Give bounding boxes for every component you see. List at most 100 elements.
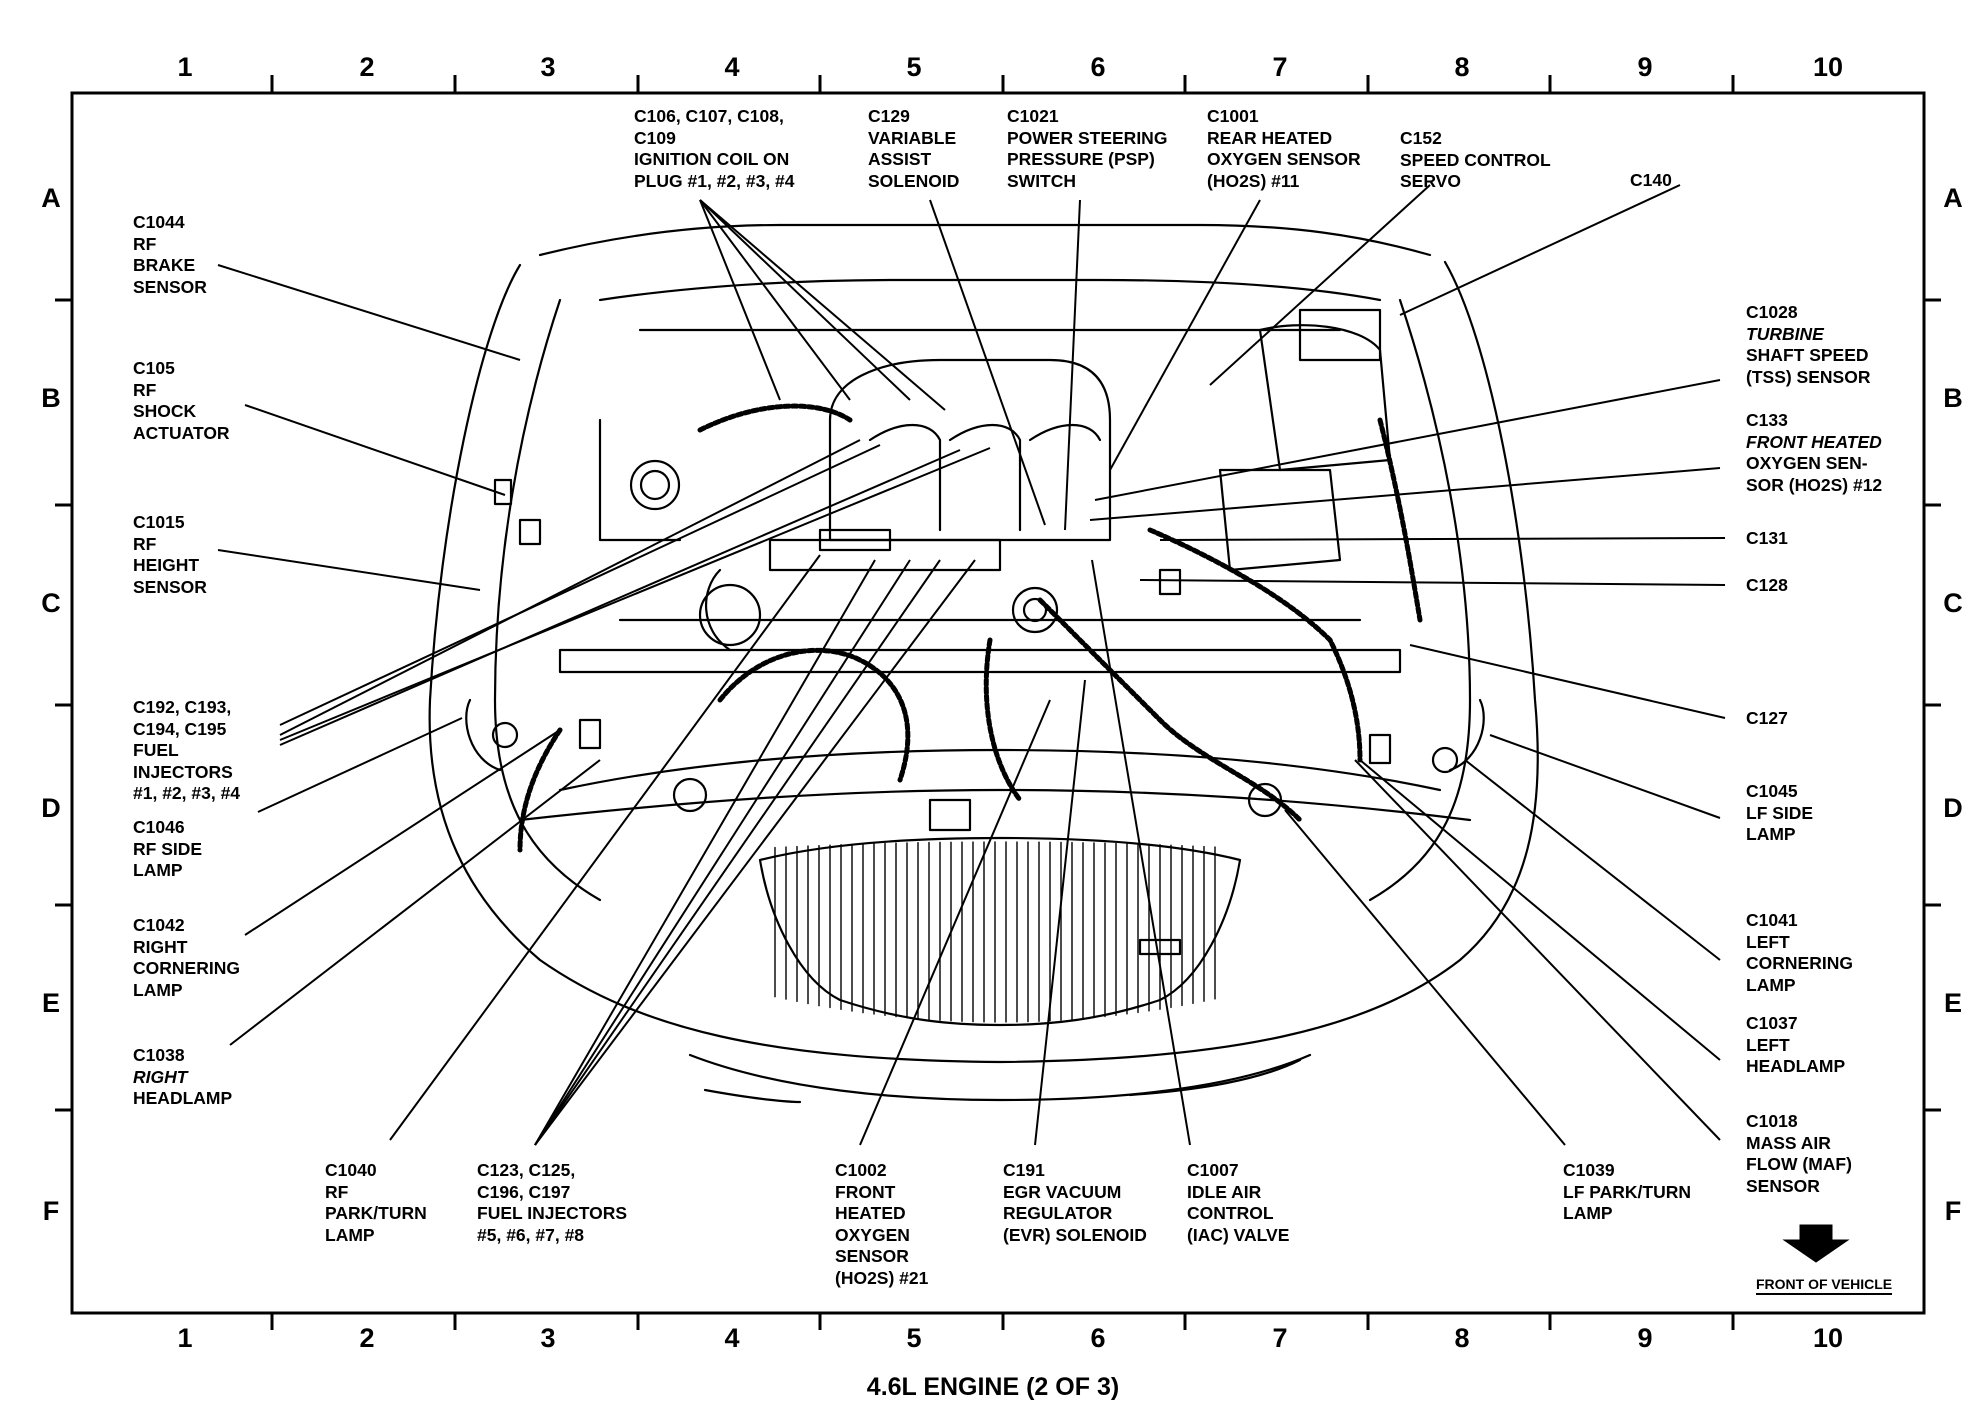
grid-row-D-right: D bbox=[1943, 793, 1963, 823]
grid-column-1-top: 1 bbox=[177, 52, 193, 82]
callout-line: HEIGHT bbox=[133, 555, 200, 575]
grid-row-B-right: B bbox=[1943, 383, 1963, 413]
grid-column-7-top: 7 bbox=[1272, 52, 1288, 82]
grid-row-B-left: B bbox=[41, 383, 61, 413]
callout-line: C1007 bbox=[1187, 1160, 1239, 1180]
callout-line: C140 bbox=[1630, 170, 1672, 190]
callout-line: C109 bbox=[634, 127, 676, 148]
grid-row-F-left: F bbox=[42, 1196, 60, 1226]
grid-row-C-left: C bbox=[41, 588, 61, 618]
callout-line: C127 bbox=[1746, 708, 1788, 728]
callout-c140: C140 bbox=[1630, 170, 1672, 192]
callout-line: C1018 bbox=[1746, 1111, 1798, 1131]
grid-column-10-bottom: 10 bbox=[1812, 1323, 1844, 1353]
grid-column-3-bottom: 3 bbox=[540, 1323, 556, 1353]
callout-line: FRONT HEATED bbox=[1746, 431, 1882, 452]
callout-line: RF bbox=[133, 233, 157, 254]
callout-line: SENSOR bbox=[1746, 1175, 1820, 1196]
callout-line: ACTUATOR bbox=[133, 422, 230, 443]
callout-line: CORNERING bbox=[1746, 953, 1853, 973]
callout-line: (IAC) VALVE bbox=[1187, 1224, 1290, 1245]
grid-column-8-top: 8 bbox=[1454, 52, 1470, 82]
callout-line: OXYGEN SENSOR bbox=[1207, 149, 1361, 169]
callout-line: IDLE AIR bbox=[1187, 1181, 1262, 1202]
callout-line: LEFT bbox=[1746, 931, 1790, 952]
callout-line: C1046 bbox=[133, 817, 185, 837]
callout-line: C1001 bbox=[1207, 106, 1259, 126]
callout-line: C1038 bbox=[133, 1045, 185, 1065]
grid-row-E-left: E bbox=[41, 988, 60, 1018]
front-of-vehicle-label: FRONT OF VEHICLE bbox=[1756, 1276, 1893, 1295]
callout-line: C106, C107, C108, bbox=[634, 106, 784, 126]
callout-line: SPEED CONTROL bbox=[1400, 149, 1551, 170]
callout-line: C105 bbox=[133, 358, 175, 378]
callout-line: SWITCH bbox=[1007, 170, 1077, 191]
callout-line: VARIABLE bbox=[868, 127, 957, 148]
grid-column-2-top: 2 bbox=[359, 52, 375, 82]
callout-line: SHAFT SPEED bbox=[1746, 345, 1869, 365]
grid-row-A-left: A bbox=[41, 183, 61, 213]
callout-line: C123, C125, bbox=[477, 1160, 576, 1180]
callout-line: LAMP bbox=[325, 1224, 375, 1245]
callout-line: ASSIST bbox=[868, 149, 932, 169]
callout-line: RF SIDE bbox=[133, 838, 203, 859]
callout-line: FUEL bbox=[133, 740, 179, 760]
callout-line: FRONT bbox=[835, 1181, 896, 1202]
callout-line: PARK/TURN bbox=[325, 1203, 427, 1223]
callout-line: SENSOR bbox=[133, 276, 207, 297]
callout-line: C131 bbox=[1746, 528, 1788, 548]
grid-column-9-bottom: 9 bbox=[1637, 1323, 1653, 1353]
grid-ticks bbox=[55, 75, 1941, 1330]
grid-column-6-top: 6 bbox=[1090, 52, 1106, 82]
callout-line: LF SIDE bbox=[1746, 802, 1814, 823]
callout-line: SENSOR bbox=[133, 576, 207, 597]
callout-line: OXYGEN SEN- bbox=[1746, 453, 1868, 473]
callout-line: C1002 bbox=[835, 1160, 887, 1180]
callout-line: C1028 bbox=[1746, 302, 1798, 322]
callout-line: RIGHT bbox=[133, 936, 188, 957]
diagram-frame bbox=[70, 91, 1926, 1315]
callout-line: SOR (HO2S) #12 bbox=[1746, 474, 1883, 495]
callout-c131: C131 bbox=[1746, 528, 1788, 550]
grid-column-9-top: 9 bbox=[1637, 52, 1653, 82]
callout-line: LAMP bbox=[1746, 824, 1796, 844]
callout-line: C1037 bbox=[1746, 1013, 1798, 1033]
callout-line: C1042 bbox=[133, 915, 185, 935]
grid-column-8-bottom: 8 bbox=[1454, 1323, 1470, 1353]
grid-column-1-bottom: 1 bbox=[177, 1323, 193, 1353]
callout-line: (HO2S) #21 bbox=[835, 1267, 929, 1288]
callout-line: C1040 bbox=[325, 1160, 377, 1180]
callout-line: C1044 bbox=[133, 212, 185, 232]
callout-line: PRESSURE (PSP) bbox=[1007, 149, 1155, 169]
grid-column-4-bottom: 4 bbox=[724, 1323, 740, 1353]
engine-bay-sketch bbox=[428, 223, 1539, 1104]
callout-line: LAMP bbox=[133, 979, 183, 1000]
callout-line: REAR HEATED bbox=[1207, 127, 1333, 148]
callout-line: OXYGEN bbox=[835, 1224, 910, 1245]
callout-line: RIGHT bbox=[133, 1066, 188, 1087]
callout-line: RF bbox=[133, 533, 157, 554]
callout-line: POWER STEERING bbox=[1007, 127, 1168, 148]
callout-line: EGR VACUUM bbox=[1003, 1181, 1122, 1202]
callout-line: C196, C197 bbox=[477, 1181, 571, 1202]
callout-line: C133 bbox=[1746, 410, 1788, 430]
callout-line: SOLENOID bbox=[868, 170, 960, 191]
callout-line: C129 bbox=[868, 106, 910, 126]
callout-line: LEFT bbox=[1746, 1034, 1790, 1055]
grid-row-E-right: E bbox=[1943, 988, 1962, 1018]
